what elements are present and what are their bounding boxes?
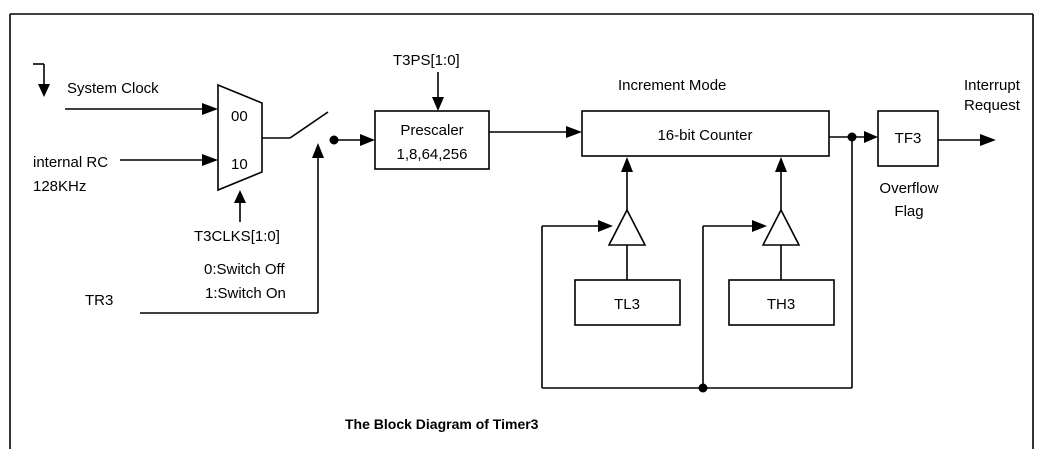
diagram-caption: The Block Diagram of Timer3 bbox=[345, 416, 539, 432]
interrupt-request-label: Request bbox=[964, 97, 1021, 114]
prescaler-label: Prescaler bbox=[400, 122, 463, 139]
t3clks-select-line bbox=[234, 190, 246, 222]
system-clock-line bbox=[65, 103, 218, 115]
switch-on-label: 1:Switch On bbox=[205, 285, 286, 302]
t3ps-label: T3PS[1:0] bbox=[393, 52, 460, 69]
t3ps-line bbox=[432, 72, 444, 111]
system-clock-label: System Clock bbox=[67, 80, 159, 97]
tr3-control-line bbox=[140, 143, 324, 314]
clock-edge-icon bbox=[33, 63, 50, 97]
counter-label: 16-bit Counter bbox=[657, 127, 752, 144]
switch-off-label: 0:Switch Off bbox=[204, 261, 285, 278]
tl3-register-block bbox=[574, 279, 681, 326]
th3-label: TH3 bbox=[767, 296, 795, 313]
counter-to-tf3-arrow bbox=[864, 131, 878, 143]
switch-to-prescaler-line bbox=[334, 134, 375, 146]
diagram-frame bbox=[9, 13, 1034, 449]
interrupt-label: Interrupt bbox=[964, 77, 1021, 94]
mux-select-10-label: 10 bbox=[231, 156, 248, 173]
overflow-feedback-loop bbox=[541, 137, 853, 389]
tf3-label: TF3 bbox=[895, 130, 922, 147]
internal-rc-line bbox=[120, 154, 218, 166]
tr3-label: TR3 bbox=[85, 292, 113, 309]
th3-buffer-to-counter-line bbox=[775, 157, 787, 210]
feedback-junction-node bbox=[698, 383, 708, 393]
tf3-flag-block bbox=[877, 110, 939, 167]
overflow-label: Overflow bbox=[879, 180, 938, 197]
flag-label: Flag bbox=[894, 203, 923, 220]
tl3-buffer-icon bbox=[607, 208, 647, 246]
interrupt-output-line bbox=[938, 134, 996, 146]
prescaler-to-counter-line bbox=[489, 126, 582, 138]
clock-mux bbox=[217, 83, 263, 192]
tl3-label: TL3 bbox=[614, 296, 640, 313]
increment-mode-label: Increment Mode bbox=[618, 77, 726, 94]
enable-switch bbox=[289, 111, 329, 139]
internal-rc-freq-label: 128KHz bbox=[33, 178, 86, 195]
th3-register-block bbox=[728, 279, 835, 326]
th3-enable-line bbox=[703, 220, 767, 232]
tl3-buffer-to-counter-line bbox=[621, 157, 633, 210]
mux-select-00-label: 00 bbox=[231, 108, 248, 125]
prescaler-ratios-label: 1,8,64,256 bbox=[397, 146, 468, 163]
counter-block bbox=[581, 110, 830, 157]
prescaler-block bbox=[374, 110, 490, 170]
th3-buffer-icon bbox=[761, 208, 801, 246]
t3clks-label: T3CLKS[1:0] bbox=[194, 228, 280, 245]
internal-rc-label: internal RC bbox=[33, 154, 108, 171]
tl3-enable-line bbox=[542, 220, 613, 232]
